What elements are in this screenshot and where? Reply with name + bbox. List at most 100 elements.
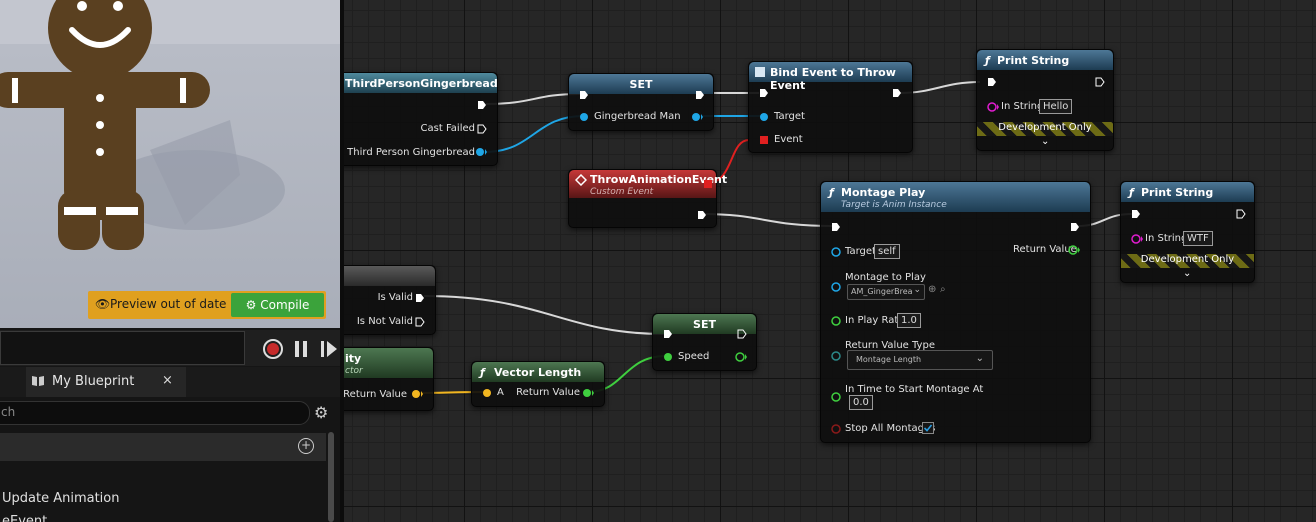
target-pin-label: Target <box>845 246 876 257</box>
object-out-pin[interactable] <box>475 147 487 157</box>
tab-my-blueprint[interactable]: My Blueprint × <box>26 367 186 397</box>
exec-wire <box>423 295 665 335</box>
chevron-down-icon: ⌄ <box>913 285 921 295</box>
preview-viewport[interactable]: 👁 Preview out of date ⚙ Compile <box>0 0 340 328</box>
timeline-bar[interactable] <box>0 331 245 365</box>
target-value-field[interactable]: self <box>874 244 900 259</box>
exec-out-pin-hollow[interactable] <box>1236 209 1246 219</box>
panel-divider[interactable] <box>340 0 344 522</box>
print-string-node-1[interactable]: ƒ Print String In String Hello Developme… <box>976 49 1114 151</box>
exec-out-pin-hollow[interactable] <box>737 329 747 339</box>
delegate-out-pin[interactable] <box>704 180 712 188</box>
vector-length-node[interactable]: ƒ Vector Length A Return Value <box>471 361 605 407</box>
set-speed-node[interactable]: SET Speed <box>652 313 757 371</box>
string-in-pin[interactable] <box>1131 234 1143 244</box>
exec-wire <box>701 213 835 227</box>
chevron-down-icon[interactable]: ⌄ <box>1183 268 1192 279</box>
bind-event-node[interactable]: Bind Event to Throw Event Target Event <box>748 61 913 153</box>
object-out-pin[interactable] <box>691 112 703 122</box>
function-icon: ƒ <box>480 366 485 379</box>
cast-failed-label: Cast Failed <box>420 123 475 134</box>
book-icon <box>32 376 44 386</box>
exec-in-pin[interactable] <box>1131 209 1141 219</box>
stop-all-montages-checkbox[interactable] <box>922 422 934 434</box>
return-value-label: Return Value <box>516 387 580 398</box>
vector-out-pin[interactable] <box>411 389 423 399</box>
montage-play-node[interactable]: ƒ Montage Play Target is Anim Instance T… <box>820 181 1091 443</box>
montage-in-pin[interactable] <box>831 282 841 292</box>
return-type-in-pin[interactable] <box>831 351 841 361</box>
exec-out-pin-hollow[interactable] <box>477 124 487 134</box>
exec-out-pin-hollow[interactable] <box>415 317 425 327</box>
exec-in-pin[interactable] <box>831 222 841 232</box>
play-rate-value-field[interactable]: 1.0 <box>897 313 921 328</box>
development-only-banner: Development Only <box>977 122 1113 136</box>
exec-in-pin[interactable] <box>987 77 997 87</box>
get-velocity-node[interactable]: ity ctor Return Value <box>344 347 434 411</box>
event-pin[interactable] <box>759 135 769 145</box>
exec-out-pin[interactable] <box>477 100 487 110</box>
pause-icon[interactable] <box>290 338 312 360</box>
in-string-value-field[interactable]: Hello <box>1039 99 1073 114</box>
montage-to-play-label: Montage to Play <box>845 272 926 283</box>
list-item[interactable]: eEvent <box>2 514 48 522</box>
browse-search-icon[interactable]: ⌕ <box>940 284 946 295</box>
target-pin[interactable] <box>759 112 769 122</box>
chevron-down-icon[interactable]: ⌄ <box>1041 136 1050 147</box>
play-icon[interactable] <box>318 338 340 360</box>
time-to-start-value-field[interactable]: 0.0 <box>849 395 873 410</box>
float-out-pin[interactable] <box>1068 245 1080 255</box>
is-valid-node[interactable]: Is Valid Is Not Valid <box>344 265 436 335</box>
set-gingerbread-node[interactable]: SET Gingerbread Man <box>568 73 714 131</box>
tab-label: My Blueprint <box>52 374 135 389</box>
exec-in-pin[interactable] <box>579 90 589 100</box>
chevron-down-icon: ⌄ <box>975 353 984 364</box>
print-node-header: ƒ Print String <box>977 50 1113 70</box>
exec-in-pin[interactable] <box>759 88 769 98</box>
record-icon[interactable] <box>262 338 284 360</box>
cast-node[interactable]: ThirdPersonGingerbread Cast Failed As BP… <box>344 72 498 166</box>
exec-out-pin[interactable] <box>695 90 705 100</box>
list-item[interactable]: Update Animation <box>2 491 120 506</box>
play-rate-in-pin[interactable] <box>831 316 841 326</box>
exec-out-pin[interactable] <box>415 293 425 303</box>
search-input[interactable]: ch <box>0 401 310 425</box>
exec-out-pin[interactable] <box>697 210 707 220</box>
in-string-value-field[interactable]: WTF <box>1183 231 1213 246</box>
bind-node-header: Bind Event to Throw Event <box>749 62 912 92</box>
time-in-pin[interactable] <box>831 392 841 402</box>
vector-in-pin[interactable] <box>482 388 492 398</box>
scrollbar[interactable] <box>328 432 334 522</box>
float-out-pin[interactable] <box>582 388 594 398</box>
close-icon[interactable]: × <box>162 373 173 388</box>
event-graph[interactable]: ThirdPersonGingerbread Cast Failed As BP… <box>344 0 1316 522</box>
set-speed-title: SET <box>693 318 716 331</box>
exec-out-pin[interactable] <box>892 88 902 98</box>
return-value-type-dropdown[interactable]: Montage Length ⌄ <box>847 350 993 370</box>
throw-animation-event-node[interactable]: ThrowAnimationEvent Custom Event <box>568 169 727 228</box>
return-value-label: Return Value <box>344 389 407 400</box>
use-asset-icon[interactable]: ⊕ <box>928 284 937 295</box>
string-in-pin[interactable] <box>987 102 999 112</box>
exec-out-pin[interactable] <box>1070 222 1080 232</box>
stop-all-in-pin[interactable] <box>831 424 841 434</box>
compile-label: Compile <box>260 298 310 312</box>
print-string-node-2[interactable]: ƒ Print String In String WTF Development… <box>1120 181 1255 283</box>
target-in-pin[interactable] <box>831 247 841 257</box>
is-valid-label: Is Valid <box>377 292 413 303</box>
exec-in-pin[interactable] <box>663 329 673 339</box>
set-node-header: SET <box>569 74 713 94</box>
float-in-pin[interactable] <box>663 352 673 362</box>
object-in-pin[interactable] <box>579 112 589 122</box>
section-header[interactable] <box>0 433 326 461</box>
eye-icon: 👁 <box>95 297 111 311</box>
montage-asset-value: AM_GingerBrea <box>851 287 913 296</box>
montage-asset-dropdown[interactable]: AM_GingerBrea ⌄ <box>847 284 925 300</box>
compile-button[interactable]: ⚙ Compile <box>231 293 324 317</box>
exec-out-pin-hollow[interactable] <box>1095 77 1105 87</box>
add-icon[interactable]: + <box>298 438 314 454</box>
settings-gear-icon[interactable]: ⚙ <box>314 403 329 422</box>
function-icon: ƒ <box>829 186 834 199</box>
time-to-start-label: In Time to Start Montage At <box>845 384 984 395</box>
float-out-pin[interactable] <box>735 352 747 362</box>
